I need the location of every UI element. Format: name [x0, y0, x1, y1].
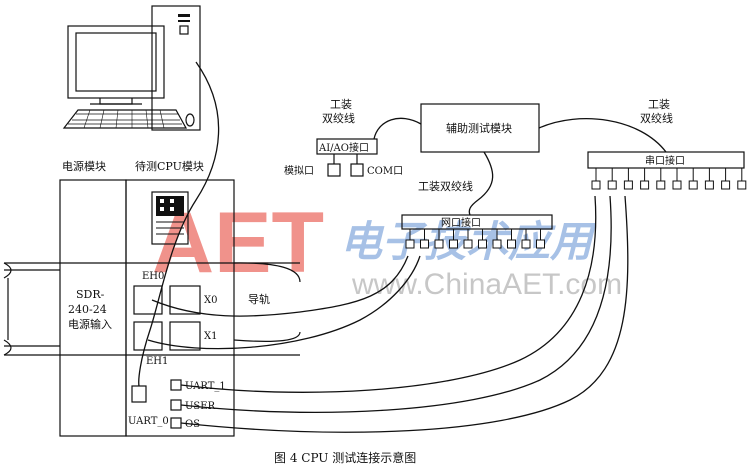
twisted-pair-left-line1: 工装 [330, 98, 352, 111]
user-port [170, 399, 182, 411]
serial-port-slot [656, 180, 666, 190]
twisted-pair-mid-label: 工装双绞线 [418, 179, 473, 193]
net-port-slot [463, 239, 473, 249]
pc-tower [151, 5, 201, 131]
watermark-url: www.ChinaAET.com [351, 268, 622, 301]
cable-user-serial [180, 195, 612, 413]
computer-icon [62, 5, 201, 131]
net-port-slot [478, 239, 487, 249]
serial-port-slot [607, 180, 617, 190]
net-port-slot [492, 239, 502, 249]
aiao-interface: 工装 双绞线 AI/AO接口 模拟口 COM口 [284, 98, 403, 177]
cable-uart1-serial [180, 195, 597, 393]
net-port-slot [405, 239, 415, 249]
analog-port [327, 163, 341, 177]
eh1-port [133, 321, 163, 351]
net-port-slots [405, 229, 545, 249]
x0-label: X0 [204, 295, 217, 306]
serial-port-label: 串口接口 [645, 154, 685, 167]
twisted-pair-right-line1: 工装 [648, 98, 670, 111]
serial-port-slots [591, 168, 747, 190]
net-port-label: 网口接口 [441, 216, 481, 229]
aux-module-label: 辅助测试模块 [446, 121, 512, 135]
power-module: 电源模块 SDR- 240-24 电源输入 [59, 159, 127, 437]
power-module-label: 电源模块 [62, 159, 106, 173]
rail-label: 导轨 [248, 292, 270, 306]
cpu-module-box [125, 179, 235, 437]
cpu-chip [151, 191, 189, 245]
net-port-slot [507, 239, 516, 249]
com-port-label: COM口 [367, 166, 403, 177]
serial-port-slot [591, 180, 601, 190]
pc-keyboard [62, 109, 188, 129]
cable-os-serial [180, 195, 629, 433]
pc-monitor [67, 25, 165, 99]
cable-aux-serialport [538, 118, 667, 153]
twisted-pair-left-line2: 双绞线 [322, 111, 355, 125]
eh1-label: EH1 [146, 356, 168, 367]
eh0-label: EH0 [142, 271, 164, 282]
x1-port [169, 321, 201, 351]
serial-port-interface: 工装 双绞线 串口接口 [587, 98, 747, 190]
net-port-interface: 网口接口 [401, 214, 553, 249]
uart0-port [131, 385, 147, 403]
power-input-line3: 电源输入 [68, 317, 112, 331]
din-rail [3, 262, 301, 356]
analog-port-label: 模拟口 [284, 164, 314, 177]
figure-caption: 图 4 CPU 测试连接示意图 [274, 450, 416, 465]
net-port-slot [536, 239, 545, 249]
aiao-port-box [316, 138, 378, 155]
power-input-line1: SDR- [76, 288, 105, 301]
power-input-line2: 240-24 [68, 303, 107, 316]
net-port-box [401, 214, 553, 230]
net-port-slot [434, 239, 444, 249]
uart0-label: UART_0 [128, 416, 169, 427]
cables [138, 61, 667, 433]
net-port-slot [449, 239, 458, 249]
net-port-slot [420, 239, 429, 249]
cable-pc-uart0 [138, 61, 220, 387]
serial-port-slot [721, 180, 731, 190]
com-port [350, 163, 364, 177]
cable-eh1-net [147, 255, 421, 350]
x1-label: X1 [204, 331, 217, 342]
serial-port-slot [672, 180, 682, 190]
serial-port-slot [640, 180, 650, 190]
serial-port-slot [688, 180, 698, 190]
uart1-port [170, 379, 182, 391]
aiao-port-label: AI/AO接口 [318, 141, 369, 154]
eh0-port [133, 285, 163, 315]
os-port [170, 417, 182, 429]
cable-eh0-net [151, 255, 409, 317]
serial-port-slot [623, 180, 633, 190]
uart1-label: UART_1 [185, 381, 226, 392]
aux-test-module: 辅助测试模块 工装双绞线 [418, 103, 540, 193]
x0-port [169, 285, 201, 315]
cable-aiao-aux [373, 117, 422, 140]
serial-port-slot [737, 180, 747, 190]
twisted-pair-right-line2: 双绞线 [640, 111, 673, 125]
net-port-slot [521, 239, 531, 249]
cpu-module-label: 待测CPU模块 [135, 159, 204, 173]
serial-port-slot [704, 180, 714, 190]
cable-aux-netport [468, 151, 494, 216]
